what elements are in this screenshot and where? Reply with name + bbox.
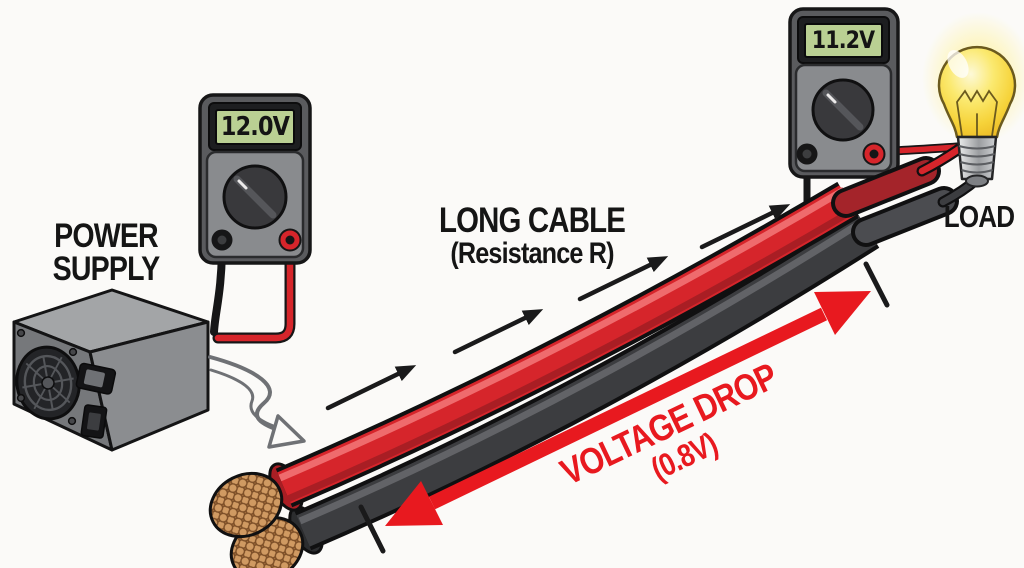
fan-screw xyxy=(16,393,26,403)
power-supply-label-line1: POWER xyxy=(54,217,159,255)
long-cable-title: LONG CABLE xyxy=(439,201,626,240)
red-cable-lowlight xyxy=(286,207,854,503)
light-bulb-icon xyxy=(937,45,1017,188)
current-arrow-icon xyxy=(452,309,544,355)
fan-grille-icon xyxy=(15,345,81,421)
load-meter-reading: 11.2V xyxy=(811,26,875,54)
connection-arrow-icon xyxy=(208,355,306,449)
red-copper-strands xyxy=(208,471,284,539)
load-label-text: LOAD xyxy=(943,199,1015,234)
black-jack-center xyxy=(217,235,227,245)
red-jack-center xyxy=(285,235,295,245)
dimension-tick xyxy=(358,504,386,554)
source-red-probe-wire xyxy=(214,240,294,342)
psu-power-switch xyxy=(80,404,108,439)
load-multimeter xyxy=(788,7,900,179)
load-label: LOAD xyxy=(929,201,1024,233)
red-jack-center xyxy=(869,149,879,159)
black-jack-center xyxy=(802,149,812,159)
source-meter-reading: 12.0V xyxy=(220,112,290,142)
black-cable-highlight xyxy=(298,217,867,525)
arrowhead-right xyxy=(814,291,871,335)
power-supply-unit xyxy=(12,288,210,452)
lcd-screen xyxy=(215,109,295,145)
long-cable-subtitle: (Resistance R) xyxy=(450,237,614,270)
black-cable-jacket xyxy=(296,215,878,547)
current-arrow-icon xyxy=(325,365,417,411)
fan-screw xyxy=(67,416,77,426)
base-ridges xyxy=(958,145,996,174)
power-supply-label: POWER SUPPLY xyxy=(16,217,196,288)
dial-notch xyxy=(826,93,837,104)
base-contact xyxy=(965,174,989,188)
red-lead xyxy=(918,145,963,175)
arrowhead-left xyxy=(385,481,443,526)
bulb-highlight xyxy=(947,50,969,78)
long-cable xyxy=(208,143,982,568)
red-cable-highlight xyxy=(278,186,846,482)
black-sleeve xyxy=(855,190,955,243)
power-supply-label-line2: SUPPLY xyxy=(52,250,160,288)
fan-screw xyxy=(16,328,26,338)
long-cable-label: LONG CABLE (Resistance R) xyxy=(402,203,662,269)
fan-screw xyxy=(68,347,78,357)
lcd-screen xyxy=(804,23,883,58)
dial-notch xyxy=(237,179,248,190)
arrow-shaft xyxy=(428,307,828,510)
red-cable-jacket xyxy=(277,185,857,504)
bulb-filament xyxy=(956,89,998,137)
source-multimeter xyxy=(198,93,312,265)
current-arrow-icon xyxy=(577,256,669,302)
red-sleeve xyxy=(835,160,937,214)
current-arrow-icon xyxy=(699,204,791,250)
psu-rocker-switch xyxy=(75,362,117,395)
current-flow-arrows xyxy=(325,204,791,411)
dimension-tick xyxy=(863,261,890,308)
voltage-drop-arrow xyxy=(358,261,890,554)
